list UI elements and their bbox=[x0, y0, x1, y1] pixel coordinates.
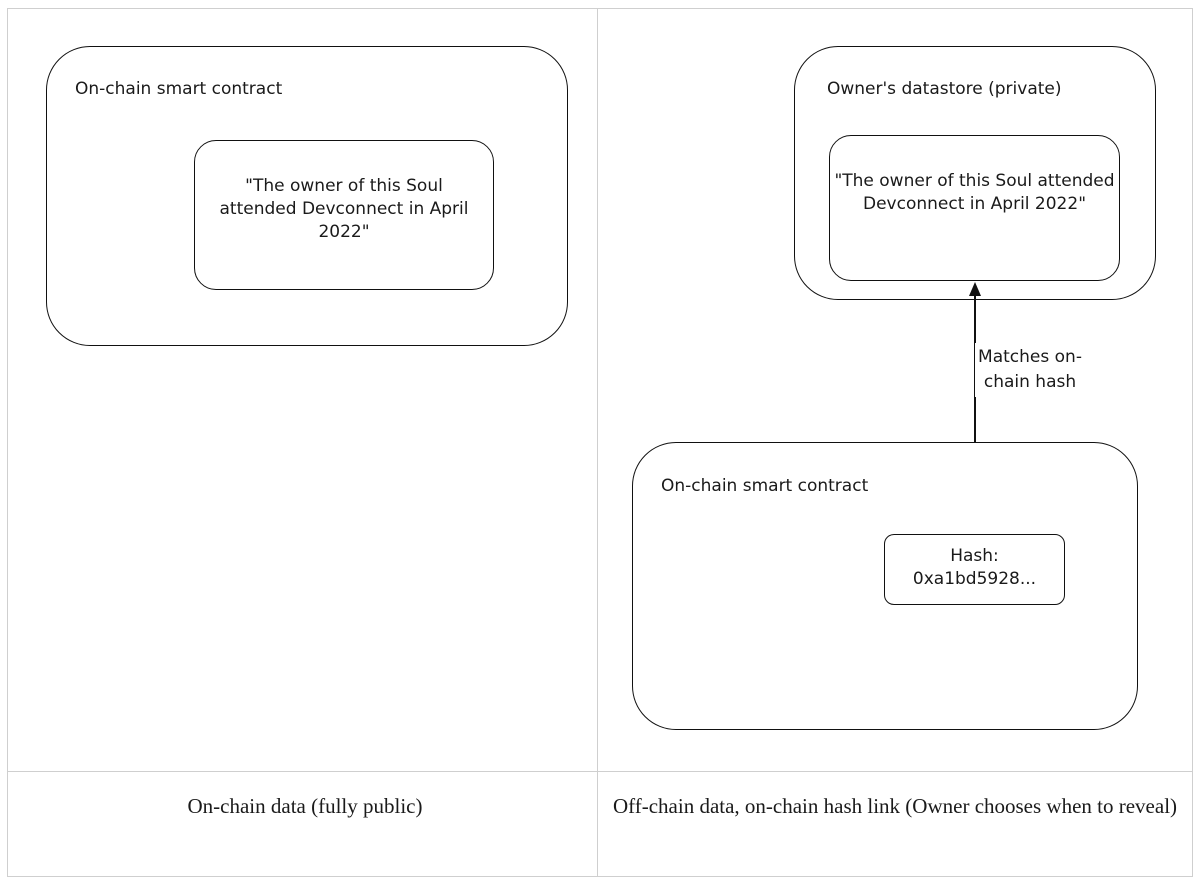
right-contract-label: On-chain smart contract bbox=[661, 476, 869, 496]
row-divider bbox=[7, 771, 1193, 772]
right-caption: Off-chain data, on-chain hash link (Owne… bbox=[612, 794, 1178, 818]
right-statement-box bbox=[829, 135, 1120, 281]
left-contract-label: On-chain smart contract bbox=[75, 79, 283, 99]
datastore-label: Owner's datastore (private) bbox=[827, 79, 1062, 99]
left-statement-box bbox=[194, 140, 494, 290]
hash-box bbox=[884, 534, 1065, 605]
right-statement-text: "The owner of this Soul attended Devconn… bbox=[834, 171, 1115, 214]
left-caption: On-chain data (fully public) bbox=[187, 794, 423, 818]
arrow-label: Matches on-chain hash bbox=[975, 343, 1085, 397]
hash-text: Hash: 0xa1bd5928... bbox=[912, 546, 1037, 589]
left-statement-text: "The owner of this Soul attended Devconn… bbox=[219, 176, 469, 242]
table-frame bbox=[7, 8, 1193, 877]
column-divider bbox=[597, 8, 598, 877]
